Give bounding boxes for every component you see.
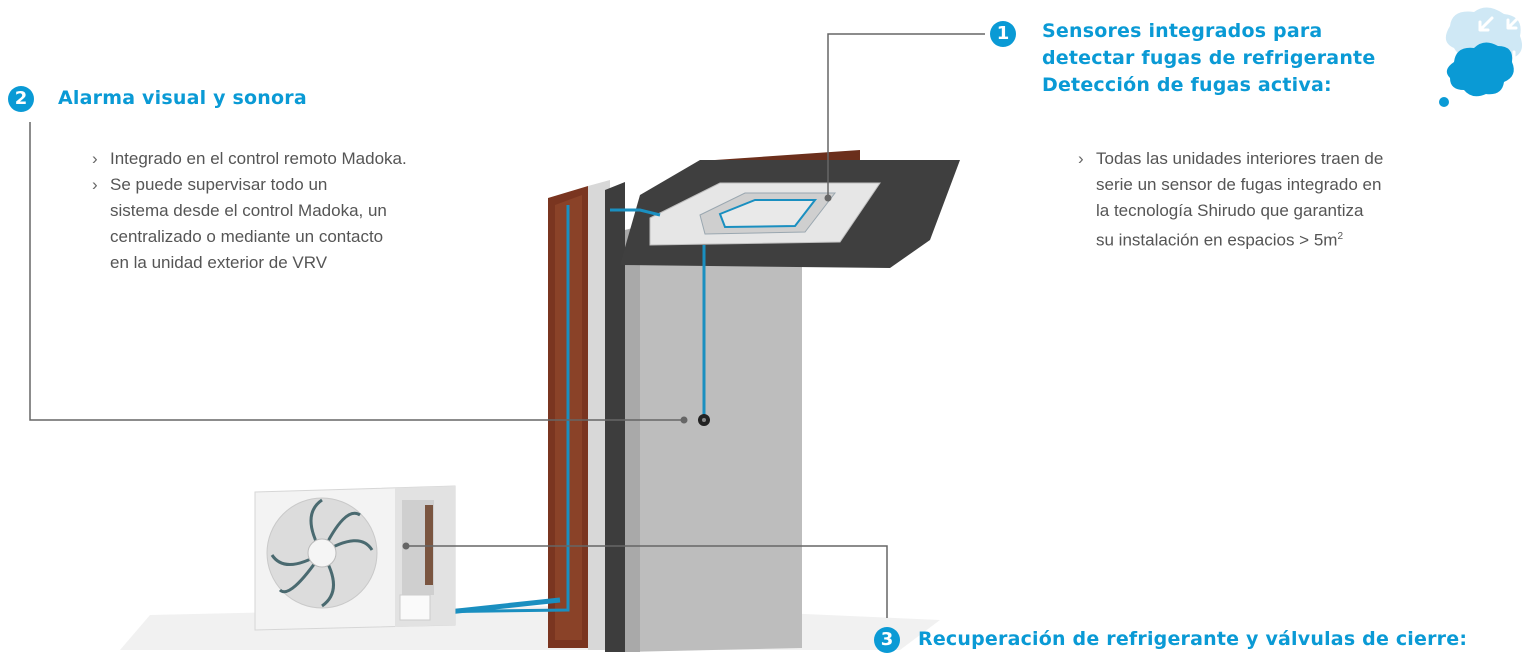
concrete-column	[625, 200, 802, 652]
callout-1-title: Sensores integrados para detectar fugas …	[1042, 20, 1376, 96]
callout-3-badge: 3	[874, 627, 900, 653]
list-item: Integrado en el control remoto Madoka.	[92, 146, 532, 172]
callout-3-title: Recuperación de refrigerante y válvulas …	[918, 628, 1468, 650]
callout-2-bullets: Integrado en el control remoto Madoka. S…	[92, 146, 532, 276]
callout-1-bullets: Todas las unidades interiores traen de s…	[1078, 146, 1438, 254]
list-item: Todas las unidades interiores traen de s…	[1078, 146, 1438, 254]
dark-wall-layer	[605, 182, 625, 652]
insulation-layer	[588, 180, 610, 650]
callout-2-title: Alarma visual y sonora	[58, 87, 307, 109]
wind-arrows-icon	[1478, 14, 1526, 62]
list-item: Se puede supervisar todo un sistema desd…	[92, 172, 532, 276]
leader-line-1	[827, 33, 985, 198]
callout-1-badge: 1	[990, 21, 1016, 47]
outdoor-unit	[254, 485, 456, 631]
callout-2-badge: 2	[8, 86, 34, 112]
cloud-leak-icon	[1439, 7, 1526, 107]
cloud-icon	[1446, 42, 1514, 97]
leader-line-2	[29, 122, 684, 421]
leader-line-3	[406, 545, 888, 618]
